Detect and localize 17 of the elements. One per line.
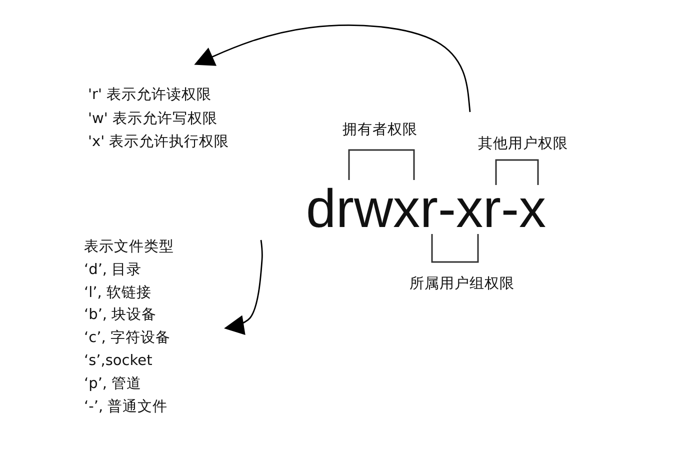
curved-arrow [194, 24, 471, 112]
note-text: ‘p’, 管道 [84, 374, 143, 394]
note-text: ‘d’, 目录 [84, 260, 143, 280]
note-text: 'x' 表示允许执行权限 [88, 133, 230, 152]
note-text: ‘s’,socket [84, 352, 154, 371]
note-text: 表示文件类型 [84, 238, 175, 257]
bracket-label: 所属用户组权限 [408, 275, 516, 294]
note-text: 'r' 表示允许读权限 [88, 86, 213, 105]
note-text: ‘b’, 块设备 [84, 306, 158, 326]
bracket-label: 其他用户权限 [477, 135, 569, 154]
note-text: ‘c’, 字符设备 [84, 328, 172, 348]
bracket-label: 拥有者权限 [342, 121, 418, 140]
note-text: ‘l’, 软链接 [84, 284, 152, 303]
permission-string: drwxr-xr-x [306, 178, 547, 240]
curved-arrow [224, 240, 263, 335]
note-text: 'w' 表示允许写权限 [88, 110, 218, 128]
note-text: ‘-’, 普通文件 [84, 398, 169, 417]
